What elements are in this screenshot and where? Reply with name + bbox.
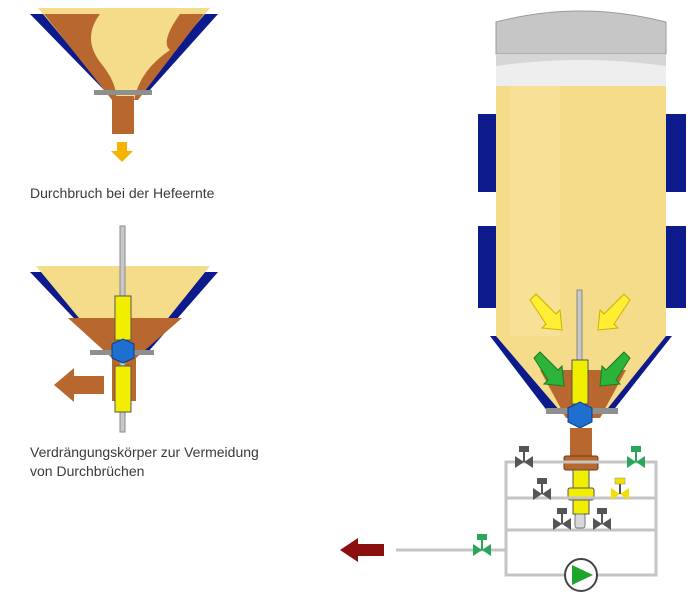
caption-displacement-line1: Verdrängungskörper zur Vermeidung	[30, 444, 259, 460]
yeast-layer-left	[44, 14, 117, 100]
cooling-jacket-left-upper	[478, 114, 498, 192]
butterfly-valve-icon	[533, 478, 551, 500]
outlet-flange	[94, 90, 152, 95]
yeast-layer-right	[134, 14, 204, 100]
displacer-hex-body	[111, 338, 135, 364]
discharge-arrow-icon	[340, 538, 384, 562]
inflow-arrow-green-left-icon	[533, 351, 565, 387]
caption-breakthrough-text: Durchbruch bei der Hefeernte	[30, 185, 215, 201]
caption-displacement-line2: von Durchbrüchen	[30, 463, 145, 479]
down-arrow-icon	[111, 142, 133, 162]
cooling-jacket-right-lower	[666, 226, 686, 308]
tank-sensor-pin	[574, 513, 586, 529]
tank-displacer-hex	[567, 401, 593, 429]
tank-lower-pipe	[572, 499, 590, 515]
fermentation-tank	[478, 10, 686, 529]
tank-lower-displacer	[572, 469, 590, 491]
displacer-lower	[114, 365, 132, 413]
outlet-pipe	[112, 96, 134, 134]
butterfly-valve-icon	[611, 477, 629, 500]
butterfly-valve-icon	[553, 508, 571, 530]
tank-dome	[495, 10, 667, 55]
tank-outlet-pipe	[570, 428, 592, 460]
caption-displacement: Verdrängungskörper zur Vermeidung von Du…	[30, 443, 259, 481]
butterfly-valve-icon	[515, 446, 533, 468]
butterfly-valve-icon	[627, 446, 645, 468]
cone-displacer	[30, 225, 218, 433]
tank-headspace-shade	[496, 54, 666, 66]
butterfly-valve-icon	[593, 508, 611, 530]
cone-breakthrough	[30, 8, 218, 162]
cooling-jacket-left-lower	[478, 226, 498, 308]
inflow-arrow-yellow-left-icon	[529, 293, 563, 331]
inflow-arrow-yellow-right-icon	[597, 293, 631, 331]
caption-breakthrough: Durchbruch bei der Hefeernte	[30, 184, 214, 203]
displacer-upper	[114, 295, 132, 341]
tank-displacer-upper	[571, 359, 589, 405]
cooling-jacket-right-upper	[666, 114, 686, 192]
inflow-arrow-green-right-icon	[599, 351, 631, 387]
side-outlet-arrow-icon	[54, 368, 104, 402]
centrifugal-pump-icon	[564, 558, 598, 592]
butterfly-valve-icon	[473, 534, 491, 556]
